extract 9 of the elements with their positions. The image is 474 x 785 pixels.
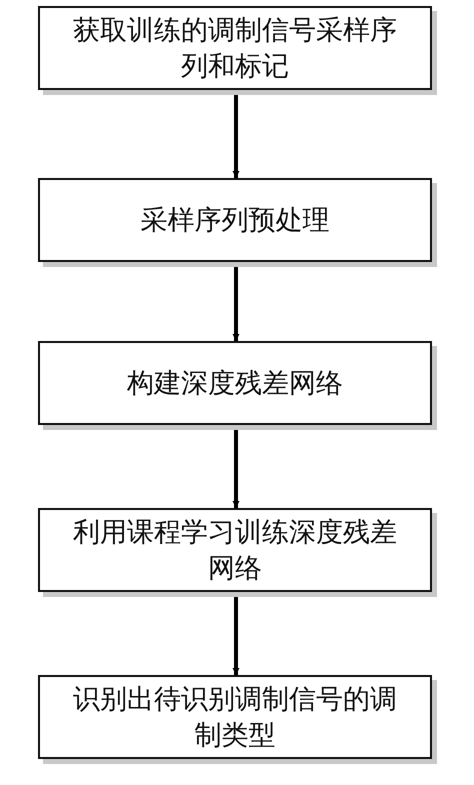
- arrow: [232, 92, 240, 178]
- step-text: 利用课程学习训练深度残差网络: [72, 516, 398, 585]
- step-text: 识别出待识别调制信号的调制类型: [72, 682, 398, 752]
- arrow: [232, 594, 240, 675]
- arrow: [232, 264, 240, 341]
- arrow: [232, 427, 240, 508]
- step-text: 构建深度残差网络: [127, 366, 343, 400]
- step-text: 获取训练的调制信号采样序列和标记: [72, 14, 398, 83]
- step-text: 采样序列预处理: [140, 204, 330, 237]
